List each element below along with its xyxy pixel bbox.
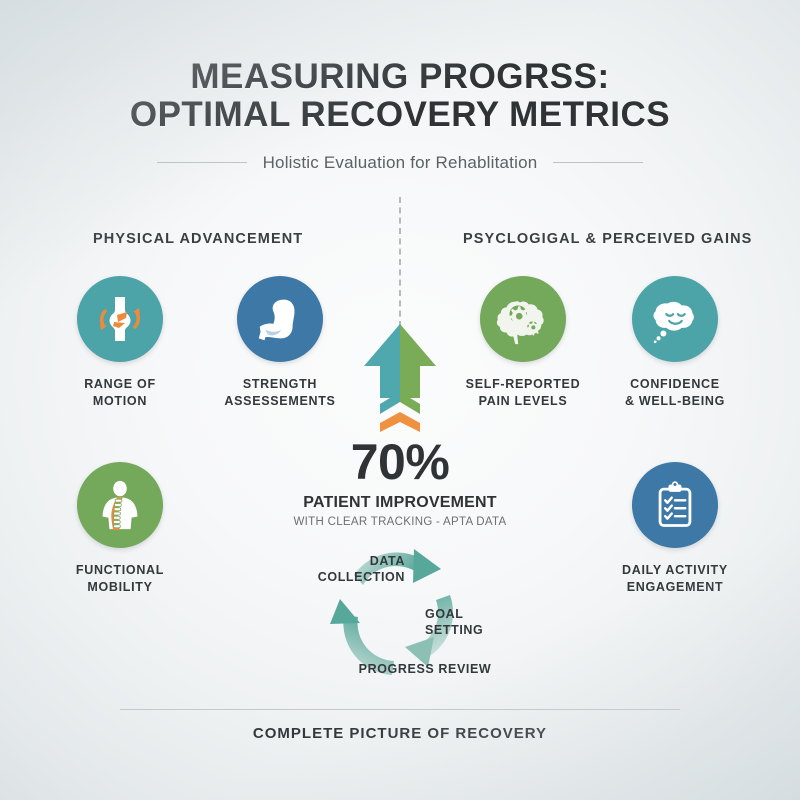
footer-divider [120,709,680,710]
metric-label: FUNCTIONAL MOBILITY [75,563,165,594]
metric-self-reported-pain[interactable]: SELF-REPORTED PAIN LEVELS [448,276,598,410]
stat-source: WITH CLEAR TRACKING - APTA DATA [293,516,507,528]
improvement-cycle-diagram [310,543,500,691]
subtitle-rule-left [156,162,247,164]
flexed-bicep-icon [237,276,323,362]
cycle-step-goal-setting: GOAL SETTING [425,607,484,638]
cycle-arrow-top [354,549,441,585]
page-title-line-2: OPTIMAL RECOVERY METRICS [129,94,671,134]
metric-label: STRENGTH ASSESSEMENTS [224,377,336,408]
dashed-connector-line [399,197,401,327]
upward-growth-arrow-icon [358,322,442,432]
stat-value: 70% [350,434,450,490]
page-title-line-1: MEASURING PROGRSS: [190,57,610,96]
key-statistic: 70% PATIENT IMPROVEMENT WITH CLEAR TRACK… [260,437,540,528]
metric-label: SELF-REPORTED PAIN LEVELS [465,377,581,408]
section-heading-psychological: PSYCLOGIGAL & PERCEIVED GAINS [463,231,753,247]
subtitle-row: Holistic Evaluation for Rehablitation [0,153,800,173]
page-subtitle: Holistic Evaluation for Rehablitation [262,152,538,172]
cycle-arrow-left [330,599,394,675]
section-heading-physical: PHYSICAL ADVANCEMENT [93,231,304,247]
metric-daily-activity-engagement[interactable]: DAILY ACTIVITY ENGAGEMENT [600,462,750,596]
metric-range-of-motion[interactable]: RANGE OF MOTION [45,276,195,410]
cycle-step-progress-review: PROGRESS REVIEW [358,662,492,676]
cycle-step-data-collection: DATA COLLECTION [317,554,405,585]
subtitle-rule-right [553,162,644,164]
thought-bubble-smile-icon [632,276,718,362]
metric-label: DAILY ACTIVITY ENGAGEMENT [622,563,728,594]
spine-torso-icon [77,462,163,548]
clipboard-check-icon [632,462,718,548]
stat-label: PATIENT IMPROVEMENT [303,494,497,511]
cycle-arrow-right [405,595,454,667]
brain-gears-icon [480,276,566,362]
metric-functional-mobility[interactable]: FUNCTIONAL MOBILITY [45,462,195,596]
joint-rotation-icon [77,276,163,362]
footer-caption: COMPLETE PICTURE OF RECOVERY [252,725,548,742]
header: MEASURING PROGRSS: OPTIMAL RECOVERY METR… [0,58,800,173]
metric-label: RANGE OF MOTION [84,377,156,408]
metric-confidence-wellbeing[interactable]: CONFIDENCE & WELL-BEING [600,276,750,410]
metric-strength-assessments[interactable]: STRENGTH ASSESSEMENTS [205,276,355,410]
metric-label: CONFIDENCE & WELL-BEING [624,377,726,408]
